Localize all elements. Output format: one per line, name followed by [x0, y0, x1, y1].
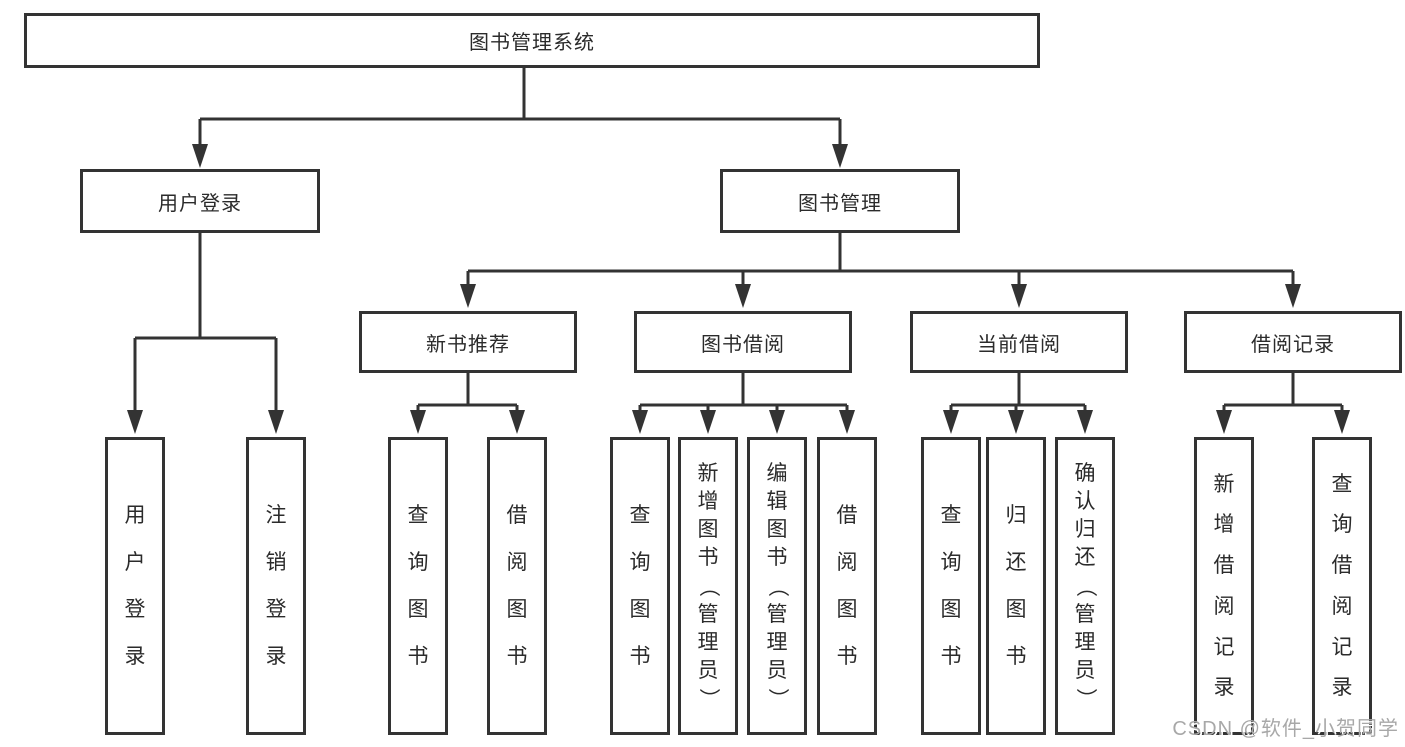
- leaf-label: 注销登录: [265, 504, 287, 668]
- leaf-label: 借阅图书: [836, 504, 858, 668]
- leaf-return-book: 归还图书: [986, 437, 1046, 735]
- leaf-logout: 注销登录: [246, 437, 306, 735]
- leaf-label: 查询借阅记录: [1331, 472, 1353, 700]
- node-book-management: 图书管理: [720, 169, 960, 233]
- leaf-label: 编辑图书（管理员）: [765, 461, 789, 710]
- leaf-query-book-recommend: 查询图书: [388, 437, 448, 735]
- leaf-edit-book-admin: 编辑图书（管理员）: [747, 437, 807, 735]
- leaf-borrow-book: 借阅图书: [817, 437, 877, 735]
- leaf-query-book-current: 查询图书: [921, 437, 981, 735]
- csdn-watermark: CSDN @软件_小贺同学: [1172, 718, 1399, 740]
- leaf-label: 借阅图书: [506, 504, 528, 668]
- node-borrow-records: 借阅记录: [1184, 311, 1402, 373]
- leaf-query-borrow-record: 查询借阅记录: [1312, 437, 1372, 735]
- leaf-label: 新增图书（管理员）: [696, 461, 720, 710]
- leaf-label: 查询图书: [629, 504, 651, 668]
- leaf-label: 查询图书: [940, 504, 962, 668]
- node-book-borrow: 图书借阅: [634, 311, 852, 373]
- leaf-label: 用户登录: [124, 504, 146, 668]
- leaf-label: 查询图书: [407, 504, 429, 668]
- node-user-login: 用户登录: [80, 169, 320, 233]
- leaf-label: 归还图书: [1005, 504, 1027, 668]
- leaf-add-borrow-record: 新增借阅记录: [1194, 437, 1254, 735]
- leaf-borrow-book-recommend: 借阅图书: [487, 437, 547, 735]
- leaf-user-login: 用户登录: [105, 437, 165, 735]
- node-root-system: 图书管理系统: [24, 13, 1040, 68]
- arrowheads: [127, 144, 1350, 434]
- leaf-confirm-return-admin: 确认归还（管理员）: [1055, 437, 1115, 735]
- leaf-label: 确认归还（管理员）: [1073, 461, 1097, 710]
- leaf-label: 新增借阅记录: [1213, 472, 1235, 700]
- leaf-query-book-borrow: 查询图书: [610, 437, 670, 735]
- node-current-borrow: 当前借阅: [910, 311, 1128, 373]
- leaf-add-book-admin: 新增图书（管理员）: [678, 437, 738, 735]
- node-new-book-recommend: 新书推荐: [359, 311, 577, 373]
